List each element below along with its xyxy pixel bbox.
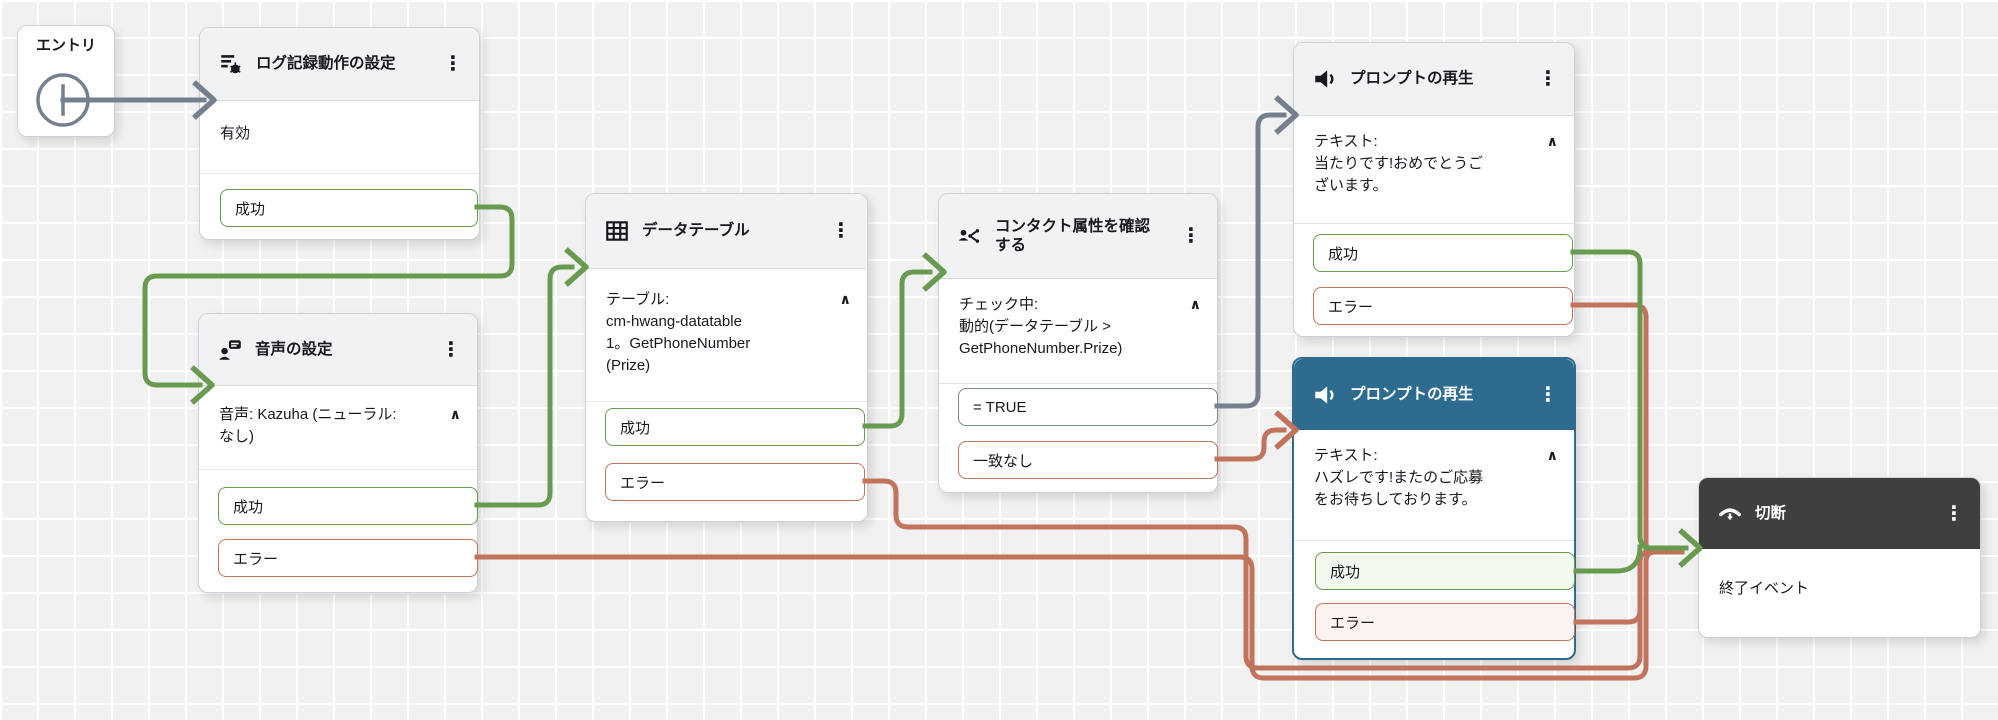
node-header[interactable]: コンタクト属性を確認する ⋮ [939,194,1217,279]
speaker-icon [1312,66,1338,92]
kebab-menu-icon[interactable]: ⋮ [441,338,461,361]
divider [939,383,1217,384]
wire-prompt-win-error-to-disconnect[interactable] [1570,302,1649,555]
node-title: プロンプトの再生 [1350,70,1474,88]
node-header[interactable]: 切断 ⋮ [1699,478,1980,549]
arrowhead-datatable-input [564,247,589,287]
node-header[interactable]: データテーブル ⋮ [586,194,867,269]
wire-datatable-success-to-check[interactable] [862,269,933,429]
kebab-menu-icon[interactable]: ⋮ [1181,225,1201,247]
check-attributes-icon [957,223,983,249]
output-true[interactable]: = TRUE [958,388,1218,426]
node-check-contact-attributes[interactable]: コンタクト属性を確認する ⋮ チェック中: 動的(データテーブル > GetPh… [938,193,1218,493]
collapse-chevron-icon[interactable]: ∧ [1546,133,1558,149]
kebab-menu-icon[interactable]: ⋮ [831,220,851,242]
divider [199,469,477,470]
wire-true-to-prompt-win[interactable] [1214,112,1287,409]
output-success[interactable]: 成功 [1313,234,1573,272]
node-header[interactable]: ログ記録動作の設定 ⋮ [200,28,479,101]
collapse-chevron-icon[interactable]: ∧ [1546,447,1558,463]
entry-node[interactable]: エントリ [17,25,115,137]
wire-voice-success-to-datatable[interactable] [474,264,575,508]
datatable-icon [604,218,630,244]
node-body-value: テキスト: ハズレです!またのご応募 をお待ちしております。 [1314,447,1484,508]
node-header[interactable]: 音声の設定 ⋮ [199,314,477,386]
wire-prompt-win-success-to-disconnect[interactable] [1570,249,1689,551]
collapse-chevron-icon[interactable]: ∧ [449,406,461,422]
node-set-logging-behavior[interactable]: ログ記録動作の設定 ⋮ 有効 成功 [199,27,480,240]
disconnect-icon [1717,501,1743,527]
node-body-value: テキスト: 当たりです!おめでとうご ざいます。 [1314,133,1484,194]
node-title: コンタクト属性を確認する [995,217,1151,254]
node-title: プロンプトの再生 [1350,385,1474,403]
node-title: 切断 [1755,504,1787,522]
output-no-match[interactable]: 一致なし [958,441,1218,479]
node-body-value: テーブル: cm-hwang-datatable 1。GetPhoneNumbe… [606,291,751,374]
node-title: 音声の設定 [255,340,333,358]
kebab-menu-icon[interactable]: ⋮ [1538,68,1558,90]
kebab-menu-icon[interactable]: ⋮ [1538,383,1558,406]
node-play-prompt-lose[interactable]: プロンプトの再生 ⋮ テキスト: ハズレです!またのご応募 をお待ちしております… [1292,357,1576,660]
node-body-value: 終了イベント [1719,580,1810,597]
divider [1294,223,1574,224]
voice-icon [217,337,243,363]
divider [200,173,479,174]
kebab-menu-icon[interactable]: ⋮ [1944,502,1964,525]
entry-label: エントリ [35,37,96,54]
divider [586,401,867,402]
collapse-chevron-icon[interactable]: ∧ [1189,296,1201,312]
output-error[interactable]: エラー [1315,603,1575,641]
divider [1294,540,1574,541]
output-success[interactable]: 成功 [605,408,865,446]
node-header[interactable]: プロンプトの再生 ⋮ [1294,359,1574,430]
speaker-icon [1312,382,1338,408]
node-header[interactable]: プロンプトの再生 ⋮ [1294,43,1574,116]
node-play-prompt-win[interactable]: プロンプトの再生 ⋮ テキスト: 当たりです!おめでとうご ざいます。 ∧ 成功… [1293,42,1575,337]
logging-icon [218,51,244,77]
output-success[interactable]: 成功 [218,487,478,525]
node-title: ログ記録動作の設定 [256,55,396,73]
node-title: データテーブル [642,222,750,240]
output-success[interactable]: 成功 [220,189,478,227]
node-datatable[interactable]: データテーブル ⋮ テーブル: cm-hwang-datatable 1。Get… [585,193,868,522]
collapse-chevron-icon[interactable]: ∧ [839,291,851,307]
node-body-value: チェック中: 動的(データテーブル > GetPhoneNumber.Prize… [959,296,1123,357]
node-set-voice[interactable]: 音声の設定 ⋮ 音声: Kazuha (ニューラル: なし) ∧ 成功 エラー [198,313,478,593]
wire-prompt-lose-success-to-disconnect[interactable] [1573,544,1643,574]
wire-no-match-to-prompt-lose[interactable] [1214,427,1287,462]
node-body-value: 有効 [220,125,251,142]
output-error[interactable]: エラー [605,463,865,501]
node-disconnect[interactable]: 切断 ⋮ 終了イベント [1698,477,1981,638]
node-body-value: 音声: Kazuha (ニューラル: なし) [219,406,397,445]
output-error[interactable]: エラー [218,539,478,577]
kebab-menu-icon[interactable]: ⋮ [443,53,463,75]
wire-prompt-lose-error-to-disconnect[interactable] [1573,549,1685,625]
output-error[interactable]: エラー [1313,287,1573,325]
output-success[interactable]: 成功 [1315,552,1575,590]
